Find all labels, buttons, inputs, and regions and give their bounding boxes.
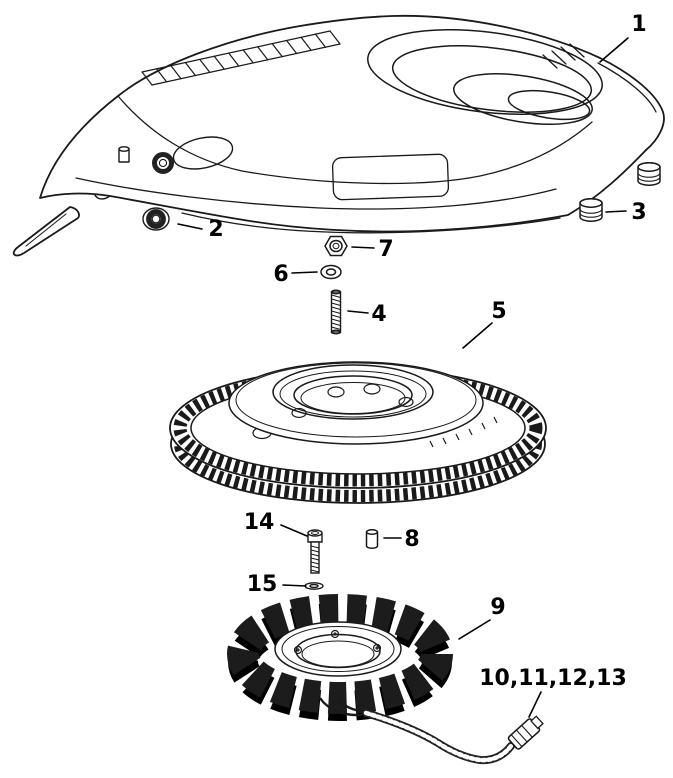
stator-screws [293, 629, 382, 655]
stator-bore [295, 633, 381, 669]
callout-4: 4 [371, 302, 386, 327]
hub-boss-left [327, 386, 345, 398]
washer [320, 264, 342, 280]
callout-2: 2 [208, 217, 223, 242]
flywheel-bolt-hole-right [398, 396, 414, 408]
stud [330, 289, 342, 335]
cover-seams [75, 62, 657, 234]
rubber-mount-lower [579, 198, 603, 222]
stator-coils [227, 594, 453, 714]
callout-1: 1 [631, 12, 646, 37]
leader-lines [177, 37, 629, 718]
leader-5 [462, 322, 493, 349]
stator-wiring-harness [319, 697, 515, 765]
cover-outline [39, 14, 665, 233]
cover-front-fin [12, 206, 80, 257]
leader-7 [351, 246, 375, 249]
callout-6: 6 [273, 262, 288, 287]
callout-9: 9 [490, 595, 505, 620]
leader-15 [282, 584, 307, 587]
screw [307, 529, 323, 574]
callout-labels: 1 2 3 7 6 4 5 14 8 15 9 10,11,12,13 [208, 12, 646, 691]
lock-washer [304, 582, 324, 590]
callout-3: 3 [631, 200, 646, 225]
leader-1 [599, 37, 629, 63]
rubber-mount-upper [637, 162, 661, 186]
stator [227, 594, 544, 765]
flywheel-ring-gear [169, 361, 547, 504]
callout-8: 8 [404, 527, 419, 552]
leader-6 [291, 271, 318, 274]
leader-9 [458, 619, 491, 640]
cover-right-slats [542, 43, 585, 69]
cover-latch [118, 136, 234, 174]
rubber-mounts [579, 162, 661, 222]
flywheel-rim-markings [429, 416, 498, 448]
leader-10-11-12-13 [528, 691, 542, 718]
spacer [365, 529, 379, 549]
cover-vent-slats [141, 30, 341, 86]
cover-top-recess [367, 29, 603, 125]
callout-14: 14 [244, 510, 275, 535]
flywheel-bolt-hole-left [291, 407, 307, 419]
nut [324, 235, 348, 257]
callout-15: 15 [247, 572, 278, 597]
engine-cover [12, 14, 665, 257]
callout-10-11-12-13: 10,11,12,13 [479, 666, 627, 691]
grommet [142, 207, 170, 231]
callout-7: 7 [378, 237, 393, 262]
leader-4 [347, 310, 369, 314]
leader-14 [280, 524, 308, 537]
stator-wiring-connector [507, 715, 544, 750]
leader-3 [605, 210, 627, 213]
cover-mid-recess [331, 153, 450, 201]
flywheel-hub-bore [293, 375, 413, 415]
callout-5: 5 [491, 299, 506, 324]
ring-gear-teeth-top [173, 369, 543, 487]
leader-2 [177, 223, 203, 230]
hub-boss-right [363, 383, 381, 395]
